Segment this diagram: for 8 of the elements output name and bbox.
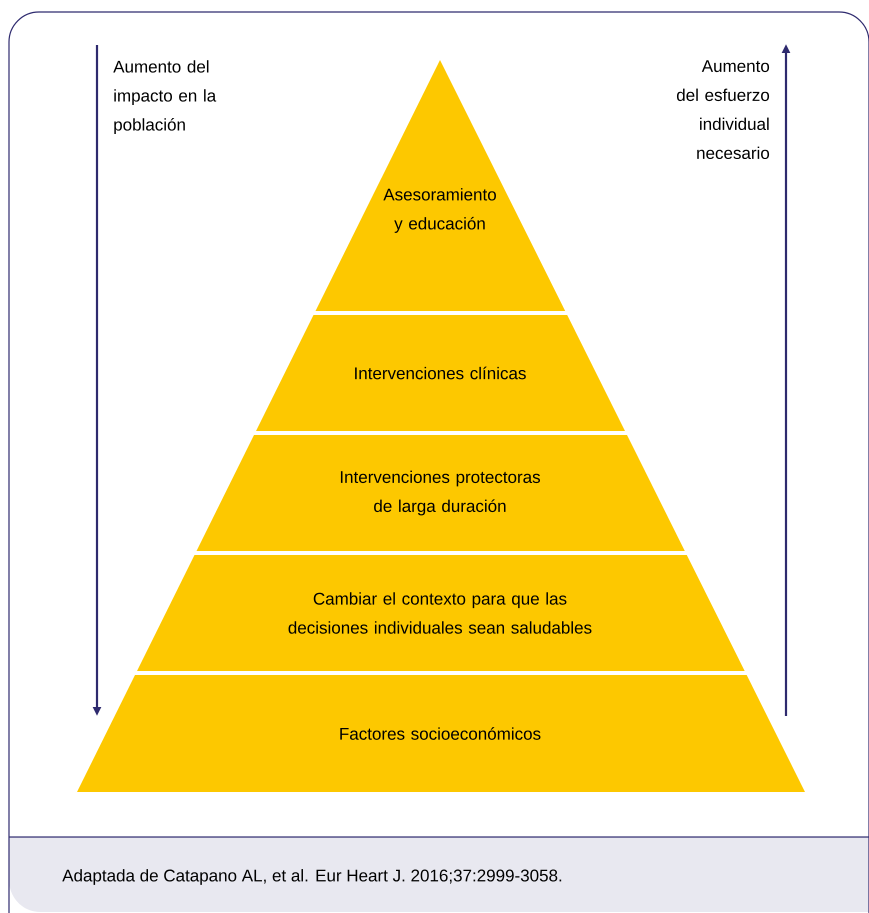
axis-label: Aumento del esfuerzo individual necesario bbox=[676, 60, 770, 160]
axis-label: Aumento del impacto en la población bbox=[113, 60, 216, 134]
pyramid-level: Factores socioeconómicos bbox=[77, 675, 805, 792]
pyramid-level: Intervenciones clínicas bbox=[256, 315, 625, 431]
pyramid-level: Asesoramiento y educación bbox=[316, 60, 566, 311]
pyramid-level: Intervenciones protectoras de larga duración bbox=[196, 435, 685, 551]
caption: Adaptada de Catapano AL, et al. Eur Heart J. 2016;37:2999-3058. bbox=[62, 869, 562, 885]
pyramid-level: Cambiar el contexto para que las decisiones individuales sean saludables bbox=[137, 555, 745, 671]
